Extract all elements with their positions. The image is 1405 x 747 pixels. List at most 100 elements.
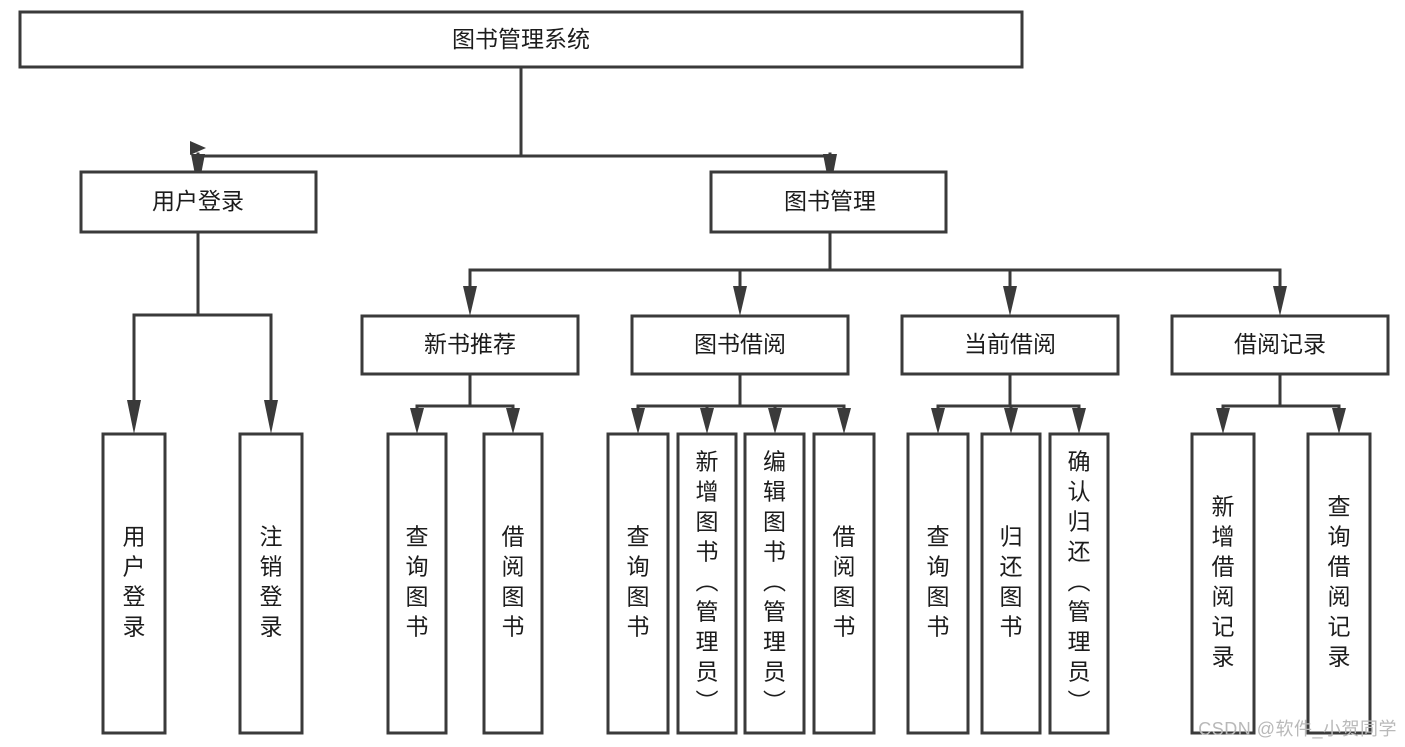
glyph: 图 bbox=[696, 509, 719, 535]
glyph: 增 bbox=[696, 479, 719, 505]
glyph: 借 bbox=[502, 524, 525, 550]
glyph: 增 bbox=[1212, 524, 1235, 550]
glyph: 书 bbox=[1000, 614, 1023, 640]
leaf-edit-book-box[interactable] bbox=[743, 432, 806, 735]
glyph: 新 bbox=[1212, 494, 1235, 520]
leaf-query-book-3[interactable]: 查询图书 bbox=[906, 432, 970, 735]
leaf-layer: 用户登录注销登录查询图书借阅图书查询图书新增图书︵管理员︶编辑图书︵管理员︶借阅… bbox=[101, 432, 1372, 735]
leaf-borrow-book-2[interactable]: 借阅图书 bbox=[812, 432, 876, 735]
leaf-logout-box[interactable] bbox=[238, 432, 304, 735]
node-root-box[interactable] bbox=[18, 10, 1024, 69]
leaf-query-book-1[interactable]: 查询图书 bbox=[386, 432, 448, 735]
glyph: 员 bbox=[696, 659, 719, 685]
glyph: 录 bbox=[1328, 644, 1351, 670]
leaf-user-login[interactable]: 用户登录 bbox=[101, 432, 167, 735]
node-new-book-recommend-box[interactable] bbox=[360, 314, 580, 376]
leaf-edit-book-label: 编辑图书︵管理员︶ bbox=[763, 449, 786, 715]
leaf-return-book[interactable]: 归还图书 bbox=[980, 432, 1042, 735]
leaf-borrow-book-1[interactable]: 借阅图书 bbox=[482, 432, 544, 735]
glyph: 图 bbox=[927, 584, 950, 610]
leaf-borrow-book-1-box[interactable] bbox=[482, 432, 544, 735]
leaf-user-login-label: 用户登录 bbox=[123, 524, 146, 640]
glyph: 还 bbox=[1000, 554, 1023, 580]
glyph: 员 bbox=[763, 659, 786, 685]
arrowhead-return-book bbox=[1004, 408, 1018, 434]
arrowhead-borrow bbox=[733, 286, 747, 316]
leaf-borrow-book-2-label: 借阅图书 bbox=[833, 524, 856, 640]
node-book-management-box[interactable] bbox=[709, 170, 948, 234]
glyph: 理 bbox=[763, 629, 786, 655]
leaf-add-record-box[interactable] bbox=[1190, 432, 1256, 735]
leaf-query-book-3-box[interactable] bbox=[906, 432, 970, 735]
node-borrow-records-label: 借阅记录 bbox=[1234, 331, 1326, 357]
node-root-label: 图书管理系统 bbox=[452, 26, 590, 52]
arrowhead-query-book-3 bbox=[931, 408, 945, 434]
node-book-borrow[interactable]: 图书借阅 bbox=[630, 314, 850, 376]
leaf-query-record[interactable]: 查询借阅记录 bbox=[1306, 432, 1372, 735]
glyph: 书 bbox=[927, 614, 950, 640]
leaf-borrow-book-2-box[interactable] bbox=[812, 432, 876, 735]
leaf-confirm-return-label: 确认归还︵管理员︶ bbox=[1068, 449, 1091, 715]
glyph: 查 bbox=[627, 524, 650, 550]
glyph: 询 bbox=[406, 554, 429, 580]
arrowhead-confirm-return bbox=[1072, 408, 1086, 434]
node-current-borrow[interactable]: 当前借阅 bbox=[900, 314, 1120, 376]
glyph: 书 bbox=[627, 614, 650, 640]
glyph: 销 bbox=[260, 554, 283, 580]
glyph: 登 bbox=[260, 584, 283, 610]
leaf-query-book-1-box[interactable] bbox=[386, 432, 448, 735]
glyph: 图 bbox=[1000, 584, 1023, 610]
leaf-query-book-2-box[interactable] bbox=[606, 432, 670, 735]
arrowhead-records bbox=[1273, 286, 1287, 316]
glyph: 理 bbox=[1068, 629, 1091, 655]
leaf-confirm-return[interactable]: 确认归还︵管理员︶ bbox=[1048, 432, 1110, 735]
glyph: 记 bbox=[1328, 614, 1351, 640]
node-borrow-records-box[interactable] bbox=[1170, 314, 1390, 376]
glyph: 员 bbox=[1068, 659, 1091, 685]
leaf-logout[interactable]: 注销登录 bbox=[238, 432, 304, 735]
arrowhead-current bbox=[1003, 286, 1017, 316]
glyph: 借 bbox=[1212, 554, 1235, 580]
leaf-add-book[interactable]: 新增图书︵管理员︶ bbox=[676, 432, 738, 735]
leaf-query-record-box[interactable] bbox=[1306, 432, 1372, 735]
glyph: 图 bbox=[502, 584, 525, 610]
node-new-book-recommend[interactable]: 新书推荐 bbox=[360, 314, 580, 376]
leaf-confirm-return-box[interactable] bbox=[1048, 432, 1110, 735]
node-current-borrow-box[interactable] bbox=[900, 314, 1120, 376]
glyph: 归 bbox=[1068, 509, 1091, 535]
node-user-login-box[interactable] bbox=[79, 170, 318, 234]
glyph: ︵ bbox=[696, 569, 719, 595]
glyph: 询 bbox=[927, 554, 950, 580]
glyph: 阅 bbox=[833, 554, 856, 580]
arrowhead-query-book-1 bbox=[410, 408, 424, 434]
glyph: ︶ bbox=[696, 689, 719, 715]
leaf-add-record-label: 新增借阅记录 bbox=[1212, 494, 1235, 670]
leaf-query-book-2[interactable]: 查询图书 bbox=[606, 432, 670, 735]
glyph: 录 bbox=[123, 614, 146, 640]
glyph: 登 bbox=[123, 584, 146, 610]
leaf-add-record[interactable]: 新增借阅记录 bbox=[1190, 432, 1256, 735]
node-current-borrow-label: 当前借阅 bbox=[964, 331, 1056, 357]
node-root[interactable]: 图书管理系统 bbox=[18, 10, 1024, 69]
arrowhead-add-book bbox=[700, 408, 714, 434]
glyph: ︶ bbox=[1068, 689, 1091, 715]
glyph: 查 bbox=[406, 524, 429, 550]
glyph: 新 bbox=[696, 449, 719, 475]
glyph: 书 bbox=[833, 614, 856, 640]
glyph: 录 bbox=[260, 614, 283, 640]
node-borrow-records[interactable]: 借阅记录 bbox=[1170, 314, 1390, 376]
leaf-return-book-box[interactable] bbox=[980, 432, 1042, 735]
node-user-login[interactable]: 用户登录 bbox=[79, 170, 318, 234]
glyph: 书 bbox=[696, 539, 719, 565]
node-book-management[interactable]: 图书管理 bbox=[709, 170, 948, 234]
leaf-edit-book[interactable]: 编辑图书︵管理员︶ bbox=[743, 432, 806, 735]
arrowhead-borrow-book-1 bbox=[506, 408, 520, 434]
leaf-user-login-box[interactable] bbox=[101, 432, 167, 735]
node-book-borrow-box[interactable] bbox=[630, 314, 850, 376]
glyph: 书 bbox=[763, 539, 786, 565]
leaf-add-book-box[interactable] bbox=[676, 432, 738, 735]
leaf-logout-label: 注销登录 bbox=[260, 524, 283, 640]
glyph: 用 bbox=[123, 524, 146, 550]
